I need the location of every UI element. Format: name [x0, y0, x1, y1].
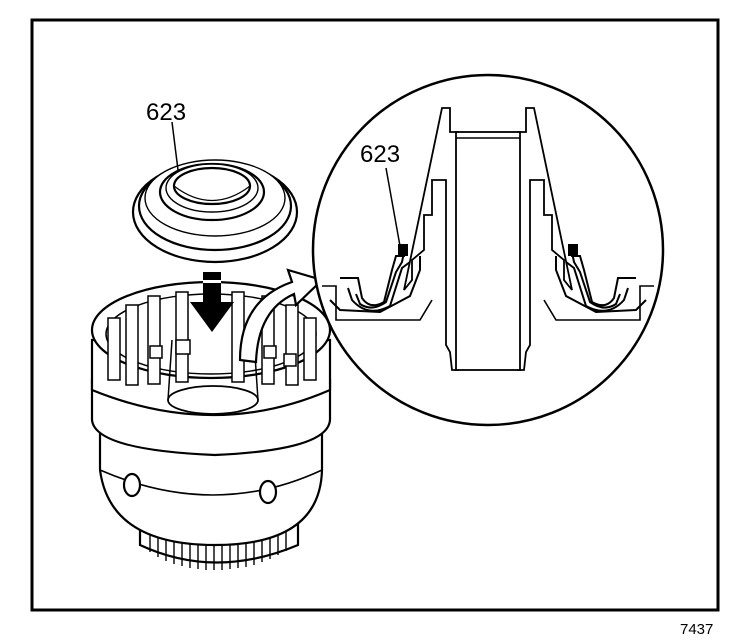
figure-number: 7437: [680, 621, 713, 638]
callout-leader-main: [171, 121, 179, 171]
callout-label-detail: 623: [360, 141, 400, 168]
detail-cross-section: [311, 73, 665, 427]
callout-label-main: 623: [146, 99, 186, 126]
install-arrow-icon: [190, 272, 234, 332]
callout-leader-detail: [385, 167, 401, 247]
piston-seal-623: [131, 159, 299, 264]
